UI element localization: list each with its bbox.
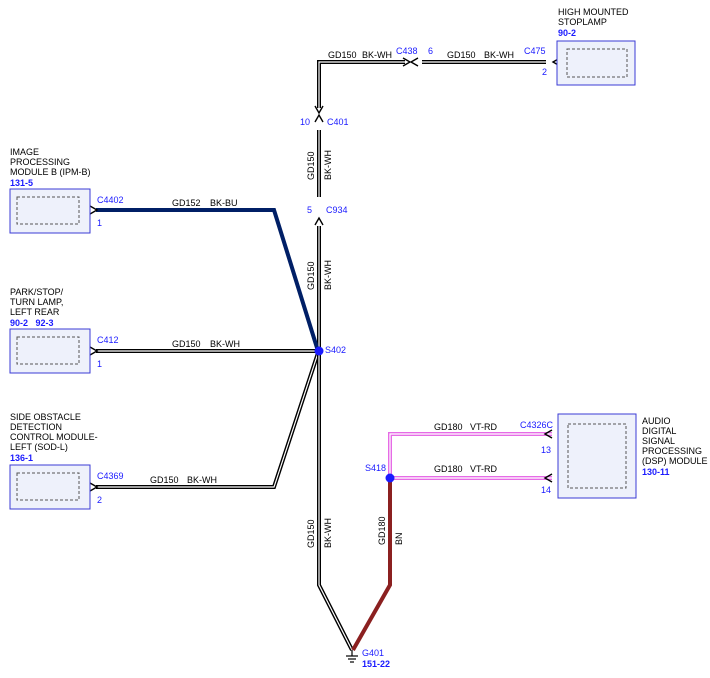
wire-ipm	[96, 208, 320, 352]
c4402-connector-icon	[89, 205, 99, 215]
c4326c-pin-bottom: 14	[541, 485, 551, 495]
c4326c-pin-top: 13	[541, 445, 551, 455]
dsp-name-line: PROCESSING	[642, 446, 702, 456]
ipm-name: IMAGE PROCESSING MODULE B (IPM-B) 131-5	[10, 147, 91, 188]
stoplamp-ref: 90-2	[558, 28, 576, 38]
g401-ref: 151-22	[362, 659, 390, 669]
wire-top-left	[317, 60, 405, 108]
c412-label: C412	[97, 335, 119, 345]
wire-top-right-color: BK-WH	[484, 50, 514, 60]
wire-park-circuit: GD150	[172, 339, 201, 349]
sod-name-line: SIDE OBSTACLE	[10, 412, 81, 422]
module-ipm	[9, 188, 91, 234]
c438-pin: 6	[428, 46, 433, 56]
c4369-label: C4369	[97, 471, 124, 481]
wire-dsp-bottom-color: VT-RD	[470, 464, 498, 474]
c4369-connector-icon	[89, 482, 99, 492]
wire-ground-bn-color: BN	[394, 532, 404, 545]
park-name-line: LEFT REAR	[10, 307, 60, 317]
wire-top-left-circuit: GD150	[328, 50, 357, 60]
g401-label: G401	[362, 648, 384, 658]
s402-label: S402	[325, 345, 346, 355]
park-name: PARK/STOP/ TURN LAMP, LEFT REAR 90-2 92-…	[10, 287, 64, 328]
dsp-name-line: DIGITAL	[642, 426, 676, 436]
c4369-pin: 2	[97, 495, 102, 505]
module-stoplamp	[556, 40, 636, 86]
ipm-name-line: MODULE B (IPM-B)	[10, 167, 91, 177]
wire-ground-bn-circuit: GD180	[377, 516, 387, 545]
park-name-line: TURN LAMP,	[10, 297, 63, 307]
module-sod	[9, 464, 91, 510]
wire-ground-main	[317, 352, 354, 651]
module-dsp	[557, 413, 637, 499]
c438-label: C438	[396, 46, 418, 56]
wire-top-right-circuit: GD150	[447, 50, 476, 60]
wire-top-left-color: BK-WH	[362, 50, 392, 60]
c401-label: C401	[327, 117, 349, 127]
park-ref: 90-2 92-3	[10, 318, 54, 328]
stoplamp-name-line: STOPLAMP	[558, 17, 607, 27]
wire-sod	[96, 352, 320, 489]
c475-label: C475	[524, 46, 546, 56]
wire-vertical-mid-color: BK-WH	[323, 260, 333, 290]
c401-connector-icon	[314, 105, 324, 123]
wire-sod-circuit: GD150	[150, 475, 179, 485]
wire-ipm-color: BK-BU	[210, 198, 238, 208]
c4326c-label: C4326C	[520, 420, 554, 430]
wire-ipm-circuit: GD152	[172, 198, 201, 208]
splice-s402-icon	[314, 346, 324, 356]
stoplamp-name-line: HIGH MOUNTED	[558, 7, 629, 17]
dsp-name-line: (DSP) MODULE	[642, 456, 708, 466]
ipm-ref: 131-5	[10, 178, 33, 188]
c934-label: C934	[326, 205, 348, 215]
wire-dsp-top	[388, 432, 552, 478]
module-park	[9, 328, 91, 374]
sod-name-line: LEFT (SOD-L)	[10, 442, 68, 452]
sod-ref: 136-1	[10, 453, 33, 463]
wire-ground-main-color: BK-WH	[323, 518, 333, 548]
c401-pin: 10	[300, 117, 310, 127]
wire-vertical-top-circuit: GD150	[306, 151, 316, 180]
ground-icon	[346, 650, 358, 663]
sod-name-line: CONTROL MODULE-	[10, 432, 98, 442]
s418-label: S418	[365, 463, 386, 473]
c4402-pin: 1	[97, 218, 102, 228]
c4326c-connector-icon	[543, 429, 553, 483]
wire-ground-bn	[351, 478, 392, 651]
sod-name: SIDE OBSTACLE DETECTION CONTROL MODULE- …	[10, 412, 98, 463]
ipm-name-line: IMAGE	[10, 147, 39, 157]
sod-name-line: DETECTION	[10, 422, 62, 432]
ipm-name-line: PROCESSING	[10, 157, 70, 167]
splice-s418-icon	[385, 473, 395, 483]
c4402-label: C4402	[97, 195, 124, 205]
c934-connector-icon	[314, 216, 324, 226]
c412-pin: 1	[97, 359, 102, 369]
wire-sod-color: BK-WH	[187, 475, 217, 485]
dsp-name-line: SIGNAL	[642, 436, 675, 446]
park-name-line: PARK/STOP/	[10, 287, 64, 297]
wire-dsp-top-circuit: GD180	[434, 422, 463, 432]
wire-dsp-top-color: VT-RD	[470, 422, 498, 432]
stoplamp-name: HIGH MOUNTED STOPLAMP 90-2	[558, 7, 629, 38]
c475-pin: 2	[542, 67, 547, 77]
c934-pin: 5	[307, 205, 312, 215]
dsp-name-line: AUDIO	[642, 416, 671, 426]
dsp-ref: 130-11	[642, 467, 670, 477]
wire-vertical-top-color: BK-WH	[323, 150, 333, 180]
wire-park-color: BK-WH	[210, 339, 240, 349]
wire-dsp-bottom-circuit: GD180	[434, 464, 463, 474]
wire-ground-main-circuit: GD150	[306, 519, 316, 548]
c412-connector-icon	[89, 346, 99, 356]
wire-vertical-mid-circuit: GD150	[306, 261, 316, 290]
c438-connector-icon	[402, 57, 419, 67]
dsp-name: AUDIO DIGITAL SIGNAL PROCESSING (DSP) MO…	[642, 416, 708, 477]
